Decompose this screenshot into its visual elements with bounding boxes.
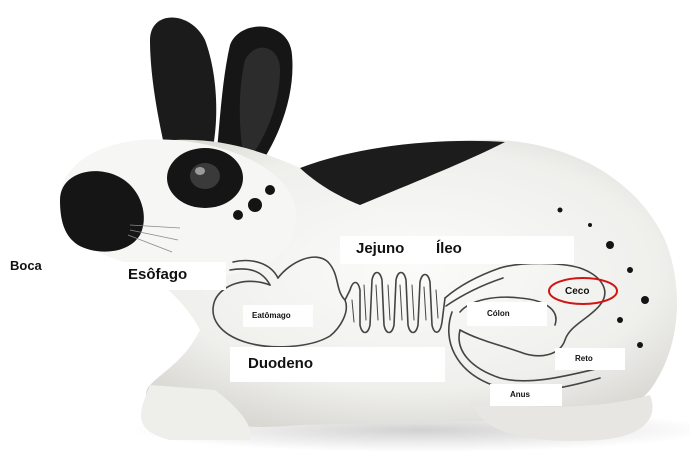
label-estomago: Eatômago — [252, 311, 291, 320]
label-colon: Cólon — [487, 309, 510, 318]
eye-highlight — [195, 167, 205, 175]
eye — [190, 163, 220, 189]
label-jejuno: Jejuno — [356, 240, 404, 257]
label-reto: Reto — [575, 354, 593, 363]
label-esofago: Esôfago — [128, 266, 187, 283]
label-ileo: Íleo — [436, 240, 462, 257]
label-boca: Boca — [10, 258, 42, 273]
label-duodeno: Duodeno — [248, 355, 313, 372]
label-anus: Anus — [510, 390, 530, 399]
label-ceco: Ceco — [565, 286, 589, 297]
